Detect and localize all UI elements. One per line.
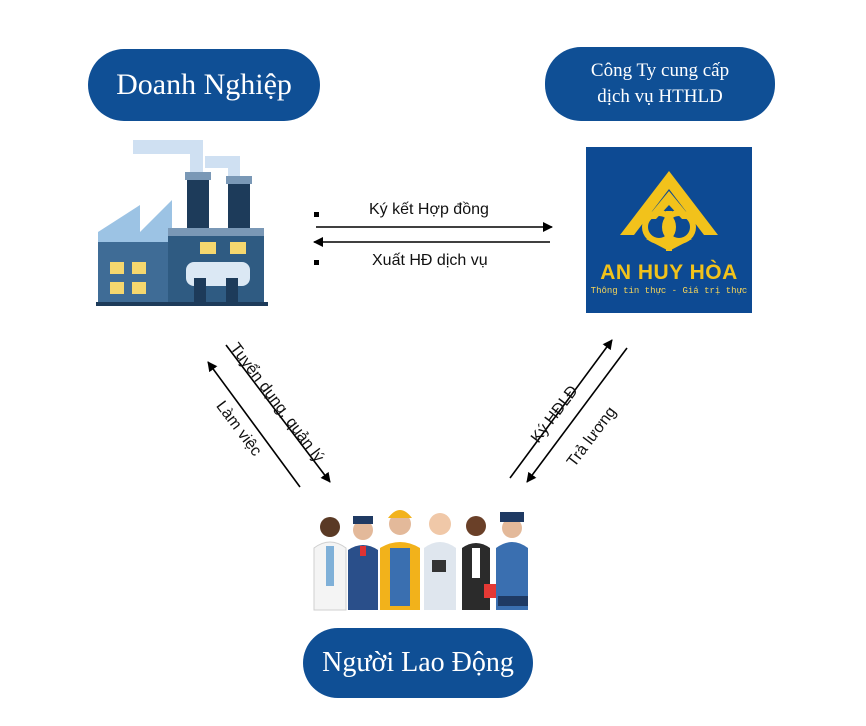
node-nguoi-lao-dong: Người Lao Động <box>303 628 533 698</box>
node-doanh-nghiep-label: Doanh Nghiệp <box>116 68 292 101</box>
edge-ky-ket-label: Ký kết Hợp đồng <box>369 201 489 218</box>
edge-tra-luong-label: Trả lương <box>564 403 620 471</box>
logo-emblem-icon <box>620 171 718 251</box>
node-cong-ty: Công Ty cung cấp dịch vụ HTHLD <box>545 47 775 121</box>
edge-ky-hdld-label: Ký HĐLĐ <box>528 382 582 447</box>
edge-lam-viec-label: Làm việc <box>212 398 265 460</box>
node-cong-ty-label-line1: Công Ty cung cấp <box>590 60 730 81</box>
node-cong-ty-label-line2: dịch vụ HTHLD <box>597 86 723 107</box>
an-huy-hoa-logo: AN HUY HÒA Thông tin thực - Giá trị thực <box>586 147 752 313</box>
node-nguoi-lao-dong-label: Người Lao Động <box>322 647 514 678</box>
logo-tagline: Thông tin thực - Giá trị thực <box>590 286 748 296</box>
logo-name: AN HUY HÒA <box>600 261 738 284</box>
edge-xuat-hd-label: Xuất HĐ dịch vụ <box>372 252 488 269</box>
node-doanh-nghiep: Doanh Nghiệp <box>88 49 320 121</box>
